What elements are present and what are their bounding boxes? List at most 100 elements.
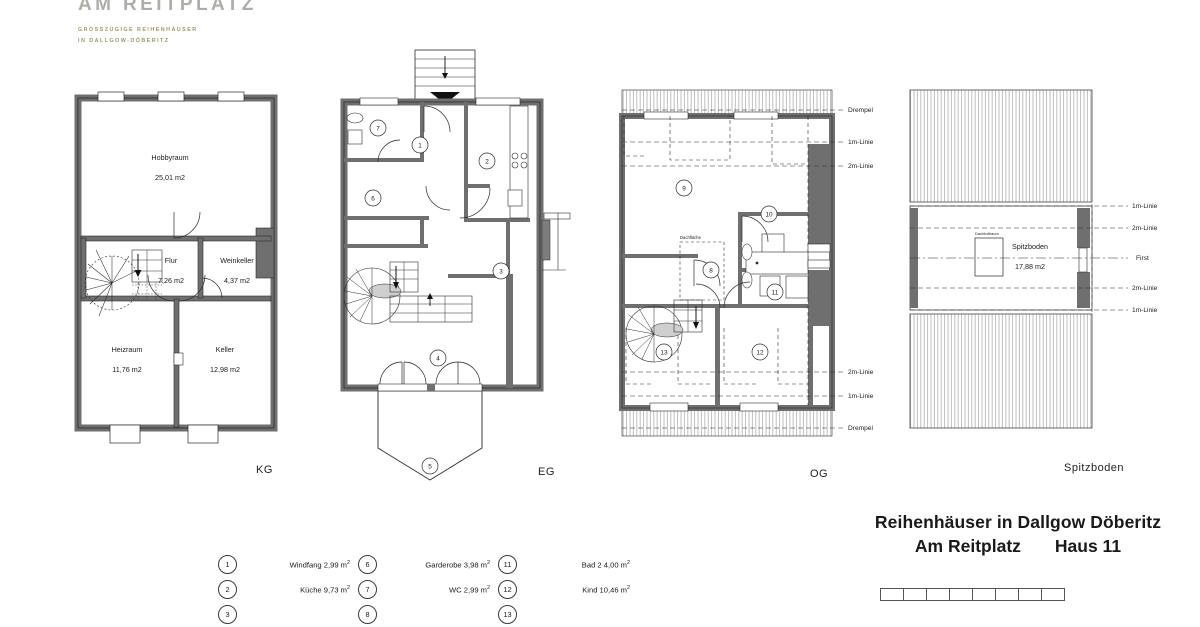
- og-number-12: 12: [751, 343, 769, 361]
- eg-side-step: [541, 212, 571, 271]
- legend-room-area: 3,98 m: [463, 560, 487, 570]
- svg-text:17,88 m2: 17,88 m2: [1015, 262, 1045, 271]
- eg-wc-fixtures: [346, 112, 364, 145]
- eg-number-3: 3: [492, 262, 510, 280]
- sp-leader-lines: [910, 204, 1128, 312]
- eg-terrace-doors: [377, 361, 483, 392]
- svg-text:2m-Linie: 2m-Linie: [1132, 285, 1158, 292]
- legend-room-area: 9,73 m: [323, 585, 347, 595]
- kg-room-3-area: 11,76 m2: [112, 365, 141, 374]
- svg-text:7: 7: [376, 126, 380, 133]
- title-table-grid: [880, 588, 1065, 601]
- eg-windows: [359, 97, 521, 106]
- eg-number-7: 7: [369, 119, 387, 137]
- eg-number-4: 4: [429, 349, 447, 367]
- kg-room-4-name: Keller: [216, 345, 235, 354]
- svg-text:5: 5: [428, 464, 432, 471]
- legend-item-3: 3: [218, 605, 358, 624]
- legend-number: 11: [498, 555, 517, 574]
- svg-text:1m-Linie: 1m-Linie: [1132, 307, 1158, 314]
- svg-text:13: 13: [660, 350, 668, 357]
- legend-room-area: 2,99 m: [463, 585, 487, 595]
- svg-text:3: 3: [499, 269, 503, 276]
- svg-text:Drempel: Drempel: [848, 107, 873, 114]
- legend-item-13: 13: [498, 605, 638, 624]
- room-legend: 1 Windfang 2,99 m2 6 Garderobe 3,98 m2 1…: [218, 552, 638, 627]
- eg-number-2: 2: [478, 152, 496, 170]
- svg-text:6: 6: [371, 196, 375, 203]
- project-street: Am Reitplatz: [914, 536, 1021, 556]
- sp-height-labels: 1m-Linie 2m-Linie First 2m-Linie 1m-Lini…: [1132, 203, 1158, 314]
- svg-text:10: 10: [765, 212, 773, 219]
- legend-row: 1 Windfang 2,99 m2 6 Garderobe 3,98 m2 1…: [218, 552, 638, 577]
- og-windows: [643, 111, 779, 412]
- og-roof-band-top: [621, 89, 833, 117]
- legend-item-1: 1 Windfang 2,99 m2: [218, 555, 358, 574]
- legend-room-area: 4,00 m: [603, 560, 627, 570]
- svg-text:1m-Linie: 1m-Linie: [848, 393, 874, 400]
- svg-text:11: 11: [772, 290, 779, 297]
- floorplan-eg: 7 1 2 6 3 4 5 EG: [330, 48, 580, 498]
- legend-number: 3: [218, 605, 237, 624]
- og-doors: [693, 215, 769, 309]
- svg-text:Spitzboden: Spitzboden: [1012, 242, 1048, 251]
- logo-subtitle-line2: IN DALLGOW-DÖBERITZ: [78, 37, 170, 44]
- svg-text:8: 8: [709, 268, 713, 275]
- legend-number: 8: [358, 605, 377, 624]
- eg-doors: [377, 105, 491, 219]
- eg-staircase: [343, 261, 473, 325]
- legend-room-name: Windfang: [289, 560, 322, 570]
- svg-text:1m-Linie: 1m-Linie: [1132, 203, 1158, 210]
- og-number-9: 9: [675, 179, 693, 197]
- kg-doors: [147, 211, 223, 366]
- legend-number: 13: [498, 605, 517, 624]
- og-bath-fixtures: [741, 233, 831, 299]
- floorplan-kg: Hobbyraum 25,01 m2 Flur 7,26 m2 Weinkell…: [70, 78, 290, 476]
- og-number-13: 13: [655, 343, 673, 361]
- legend-row: 2 Küche 9,73 m2 7 WC 2,99 m2 12 Kind 10,…: [218, 577, 638, 602]
- svg-text:First: First: [1136, 255, 1149, 262]
- svg-text:2m-Linie: 2m-Linie: [848, 163, 874, 170]
- legend-number: 12: [498, 580, 517, 599]
- legend-number: 6: [358, 555, 377, 574]
- logo-brand-text: AM REITPLATZ: [78, 0, 257, 15]
- legend-number: 1: [218, 555, 237, 574]
- kg-room-1-name: Flur: [165, 256, 178, 265]
- kg-windows: [97, 91, 245, 444]
- legend-room-name: Küche: [300, 585, 322, 595]
- floorplan-eg-label: EG: [538, 466, 555, 478]
- svg-text:9: 9: [682, 186, 686, 193]
- legend-item-12: 12 Kind 10,46 m2: [498, 580, 638, 599]
- svg-text:2m-Linie: 2m-Linie: [848, 369, 874, 376]
- sp-hatch-opening: [974, 237, 1004, 277]
- logo-subtitle-line1: GROSSZÜGIGE REIHENHÄUSER: [78, 27, 198, 33]
- og-dachflaeche-box: Dachfläche: [679, 235, 725, 301]
- kg-room-0-area: 25,01 m2: [155, 173, 185, 182]
- eg-number-6: 6: [364, 189, 382, 207]
- eg-terrace-outline: [377, 391, 483, 481]
- floorplan-og: Dachfläche 9 10 8 11 13 12: [612, 84, 882, 480]
- svg-text:4: 4: [436, 356, 440, 363]
- legend-room-name: Garderobe: [425, 560, 462, 570]
- floorplan-spitzboden: Dachluftraum Spitzboden 17,88 m2 1m-Lini…: [896, 86, 1176, 474]
- svg-text:Drempel: Drempel: [848, 425, 873, 432]
- og-height-labels: Drempel 1m-Linie 2m-Linie 2m-Linie 1m-Li…: [848, 107, 874, 432]
- og-leader-lines: [622, 109, 844, 429]
- sp-roof-top: [909, 89, 1093, 203]
- legend-number: 2: [218, 580, 237, 599]
- kg-room-labels: Hobbyraum 25,01 m2 Flur 7,26 m2 Weinkell…: [112, 153, 255, 374]
- og-height-dashes: [623, 116, 809, 406]
- title-table: [880, 588, 1065, 601]
- legend-room-name: WC: [449, 585, 462, 595]
- svg-text:12: 12: [756, 350, 764, 357]
- legend-item-11: 11 Bad 2 4,00 m2: [498, 555, 638, 574]
- floorplan-og-label: OG: [810, 468, 829, 480]
- eg-number-5: 5: [421, 457, 439, 475]
- floorplan-spitzboden-label: Spitzboden: [1064, 462, 1125, 474]
- og-staircase: [625, 299, 703, 363]
- floorplan-kg-label: KG: [256, 464, 273, 476]
- eg-kitchen-fixtures: [507, 105, 529, 219]
- legend-item-6: 6 Garderobe 3,98 m2: [358, 555, 498, 574]
- svg-text:2m-Linie: 2m-Linie: [1132, 225, 1158, 232]
- kg-room-4-area: 12,98 m2: [210, 365, 240, 374]
